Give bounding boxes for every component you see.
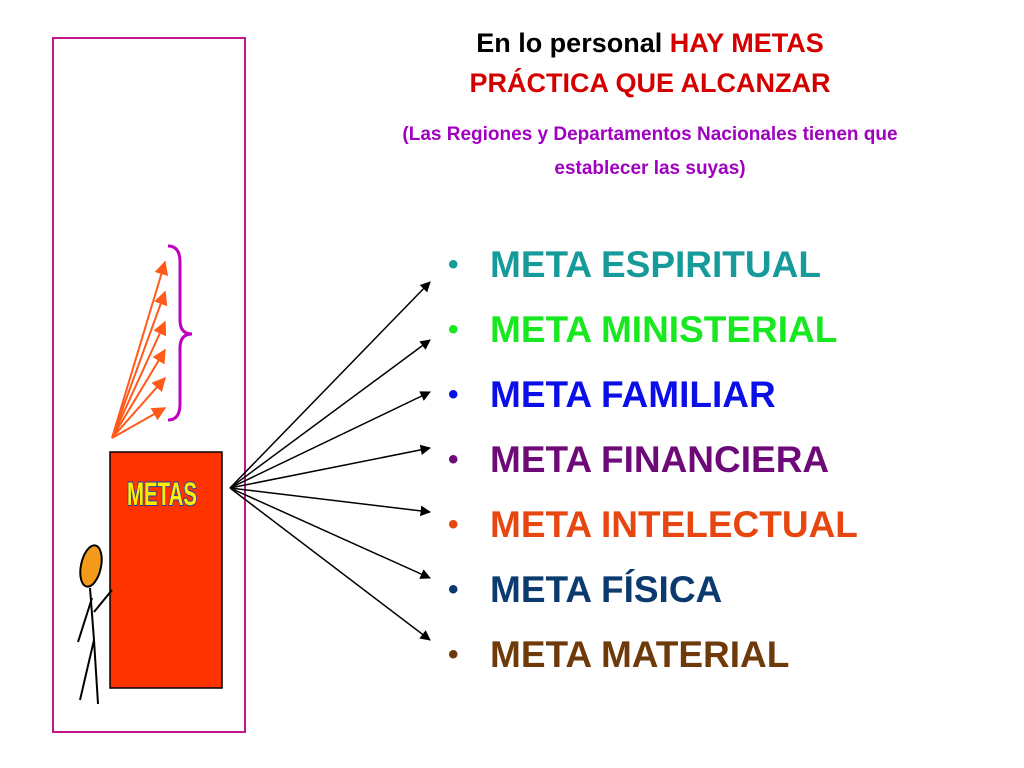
title-line-1: En lo personal HAY METAS <box>330 28 970 59</box>
goal-item: • META ESPIRITUAL <box>448 232 858 297</box>
subtitle-line-1: (Las Regiones y Departamentos Nacionales… <box>402 124 898 145</box>
bullet: • <box>448 377 459 411</box>
title-line-2: PRÁCTICA QUE ALCANZAR <box>469 68 831 98</box>
goal-label: META FÍSICA <box>490 568 723 610</box>
goal-item: • META MINISTERIAL <box>448 297 858 362</box>
goal-label: META INTELECTUAL <box>490 503 858 545</box>
goal-item: • META FÍSICA <box>448 557 858 622</box>
stick-figure <box>77 544 113 705</box>
figure-head <box>79 544 103 588</box>
metas-box-label: METAS <box>127 475 197 512</box>
goal-item: • META FINANCIERA <box>448 427 858 492</box>
small-arrows <box>111 260 169 439</box>
goal-label: META ESPIRITUAL <box>490 243 821 285</box>
bullet: • <box>448 247 459 281</box>
goal-label: META MINISTERIAL <box>490 308 838 350</box>
goal-label: META FINANCIERA <box>490 438 830 480</box>
goal-item: • META MATERIAL <box>448 622 858 687</box>
subtitle-line-2: establecer las suyas) <box>554 158 746 179</box>
bullet: • <box>448 442 459 476</box>
goal-arrows <box>229 281 432 641</box>
bullet: • <box>448 507 459 541</box>
goal-item: • META INTELECTUAL <box>448 492 858 557</box>
title-black-text: En lo personal <box>476 28 663 58</box>
bullet: • <box>448 312 459 346</box>
subtitle: (Las Regiones y Departamentos Nacionales… <box>330 118 970 186</box>
bullet: • <box>448 572 459 606</box>
goal-item: • META FAMILIAR <box>448 362 858 427</box>
right-brace <box>167 244 193 422</box>
metas-box <box>109 451 223 689</box>
left-frame <box>52 37 246 733</box>
bullet: • <box>448 637 459 671</box>
goal-label: META MATERIAL <box>490 633 790 675</box>
goals-list: • META ESPIRITUAL • META MINISTERIAL • META… <box>448 232 858 687</box>
title-red-text: HAY METAS <box>669 28 824 58</box>
goal-label: META FAMILIAR <box>490 373 776 415</box>
